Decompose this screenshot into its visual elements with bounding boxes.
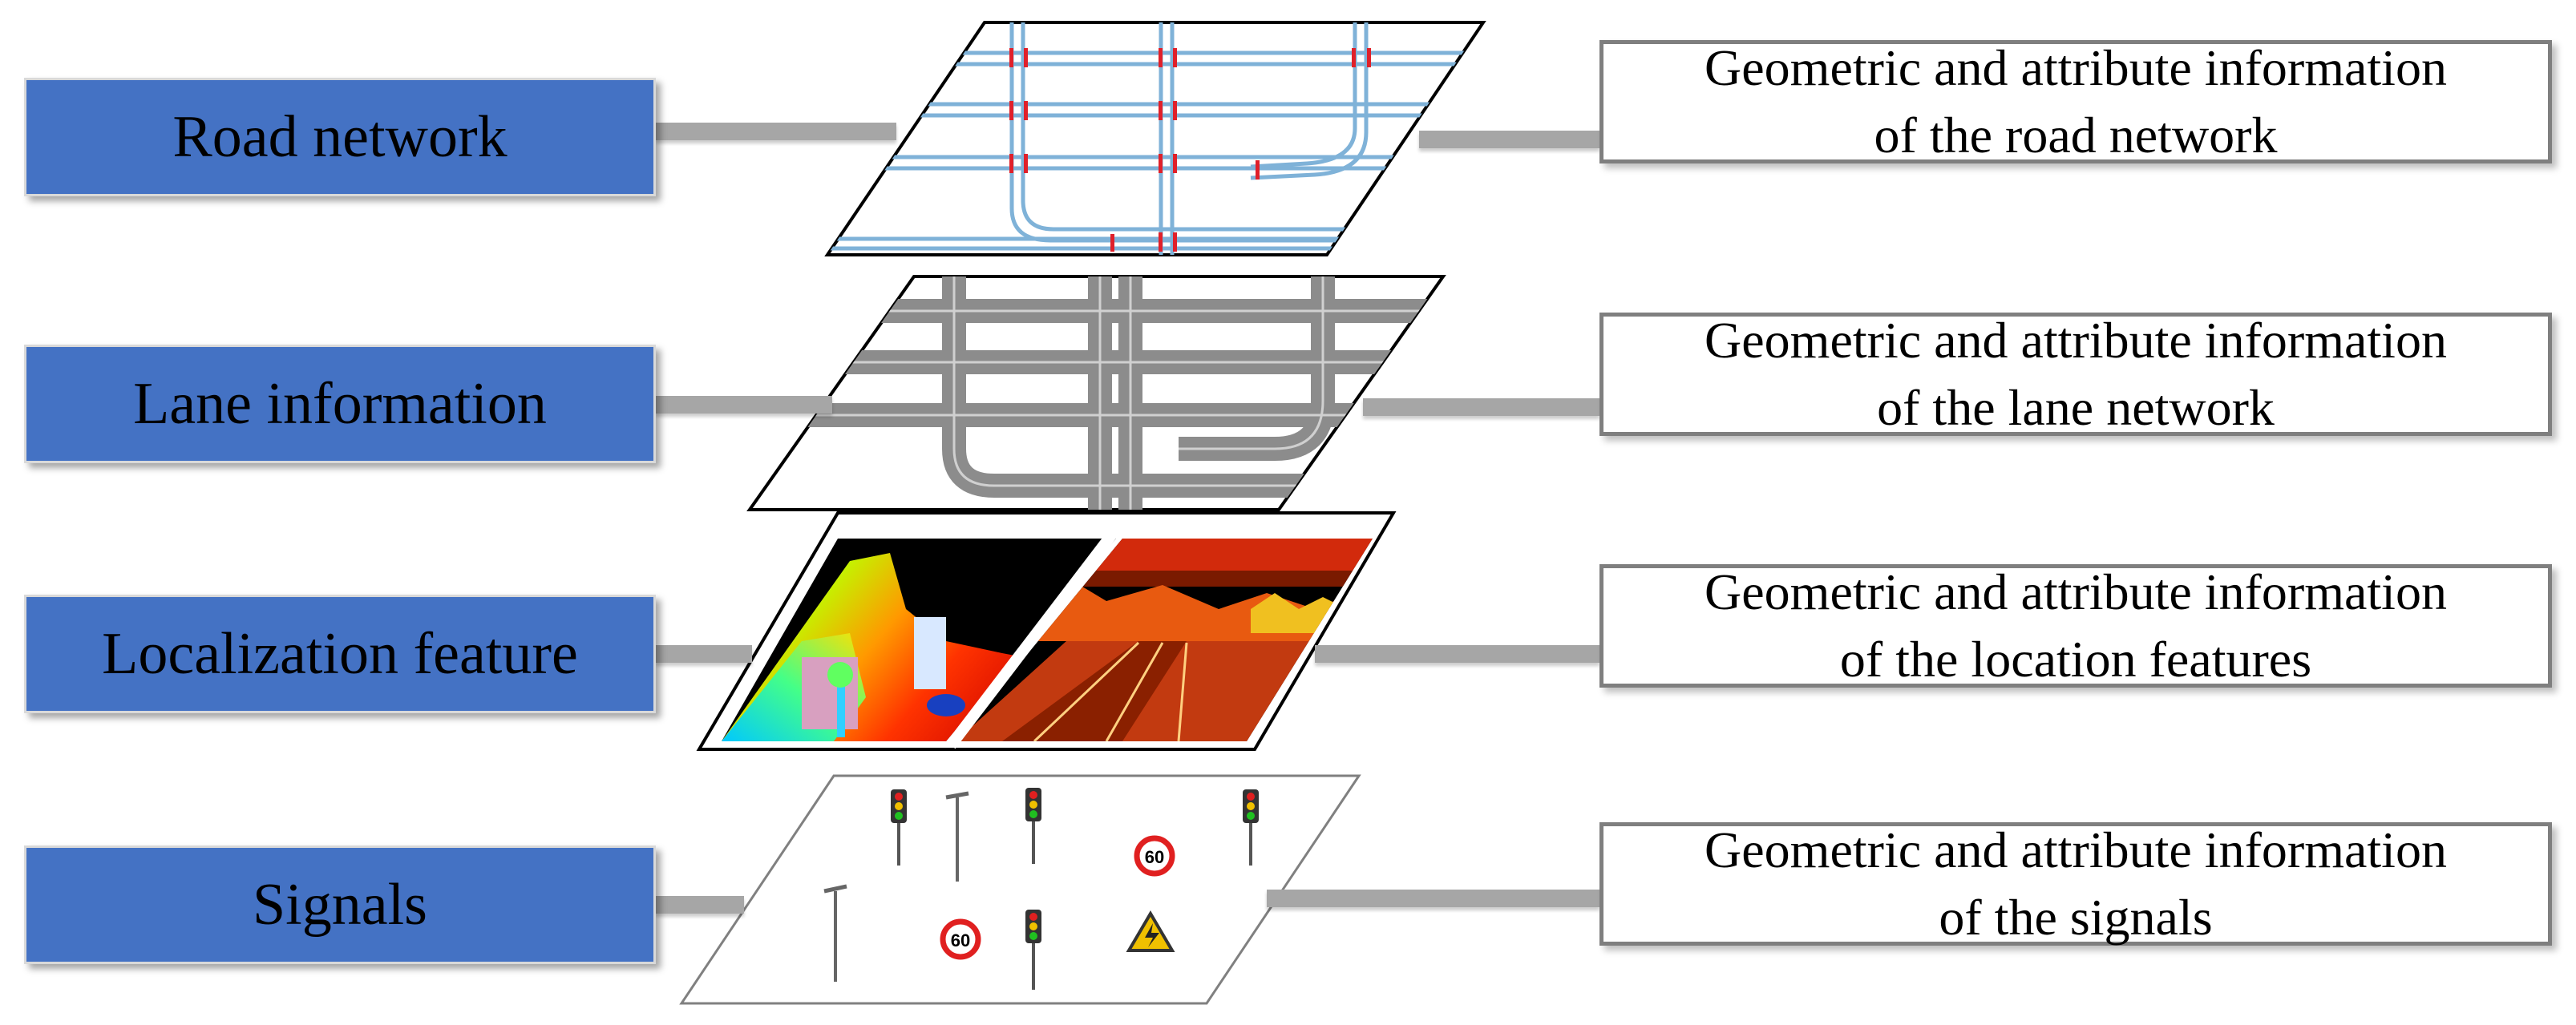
signals-plate: 60 60 (679, 774, 1361, 1005)
speed-limit-sign-icon: 60 (1134, 835, 1175, 877)
connector-road-right (1419, 131, 1599, 148)
connector-localization-right (1315, 645, 1599, 663)
layer-label-road-network: Road network (24, 78, 656, 196)
info-line-1: Geometric and attribute information (1705, 821, 2447, 878)
layer-label-lane-information: Lane information (24, 345, 656, 463)
traffic-light-icon (1025, 788, 1041, 864)
info-line-1: Geometric and attribute information (1705, 311, 2447, 369)
speed-limit-value: 60 (1145, 847, 1164, 867)
layer-label-text: Localization feature (102, 621, 578, 687)
layer-label-localization-feature: Localization feature (24, 595, 656, 713)
connector-localization-left (656, 645, 752, 663)
info-line-1: Geometric and attribute information (1705, 563, 2447, 620)
info-box-localization-feature: Geometric and attribute information of t… (1599, 563, 2552, 688)
speed-limit-sign-icon: 60 (940, 918, 981, 960)
info-box-road-network: Geometric and attribute information of t… (1599, 39, 2552, 163)
road-junction-markers (1009, 48, 1371, 252)
connector-lane-left (656, 396, 832, 414)
road-network-plate (824, 21, 1486, 256)
info-line-2: of the signals (1939, 889, 2213, 946)
info-line-2: of the lane network (1877, 379, 2275, 436)
warning-sign-icon (1126, 910, 1175, 952)
layer-label-signals: Signals (24, 845, 656, 964)
info-box-lane-information: Geometric and attribute information of t… (1599, 312, 2552, 436)
street-lamp-icon (823, 884, 847, 982)
traffic-light-icon (891, 789, 907, 866)
info-line-2: of the location features (1839, 631, 2312, 688)
connector-signals-left (656, 896, 744, 914)
connector-signals-right (1267, 890, 1599, 907)
traffic-light-icon (1025, 910, 1041, 990)
layer-label-text: Lane information (133, 371, 547, 437)
street-lamp-icon (945, 791, 969, 882)
info-box-signals: Geometric and attribute information of t… (1599, 821, 2552, 946)
lane-information-plate (746, 275, 1446, 511)
layer-label-text: Road network (172, 104, 508, 170)
info-line-2: of the road network (1874, 107, 2278, 163)
connector-road-left (656, 123, 896, 140)
connector-lane-right (1363, 398, 1599, 416)
info-line-1: Geometric and attribute information (1705, 38, 2447, 96)
traffic-light-icon (1243, 789, 1259, 866)
localization-feature-plate (696, 511, 1397, 751)
layer-label-text: Signals (253, 872, 427, 938)
speed-limit-value: 60 (951, 930, 970, 950)
